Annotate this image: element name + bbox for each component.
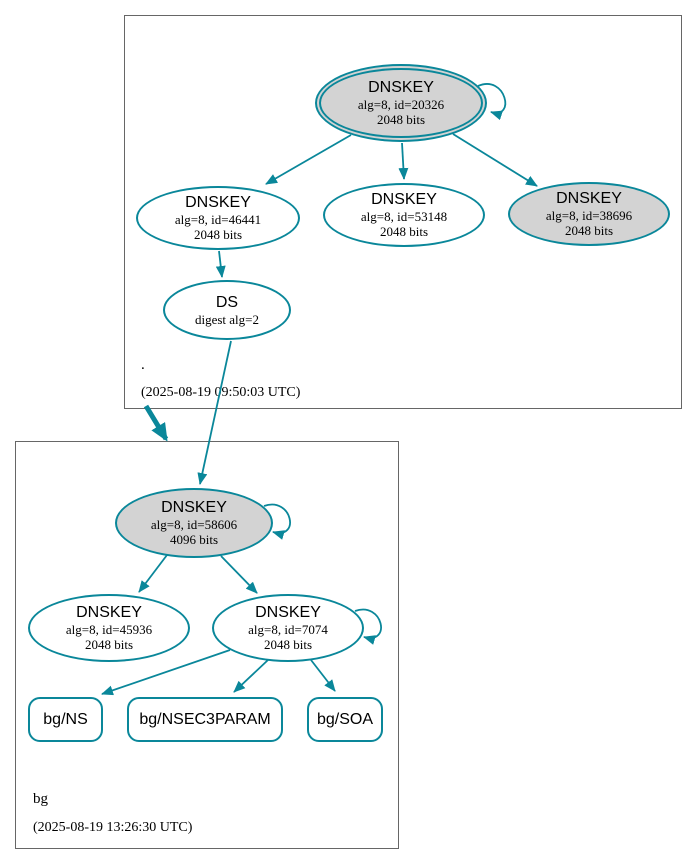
edge-root-ksk-self-sign <box>477 83 507 121</box>
node-bits: 2048 bits <box>84 637 134 652</box>
rrset-bg-soa[interactable]: bg/SOA <box>307 697 383 742</box>
edge-zsk46441-to-ds <box>215 250 226 278</box>
node-alg-id: alg=8, id=20326 <box>357 97 445 112</box>
node-title: DS <box>215 293 239 311</box>
rrset-bg-nsec3param[interactable]: bg/NSEC3PARAM <box>127 697 283 742</box>
node-title: DNSKEY <box>371 191 437 208</box>
edge-root-ksk-to-ksk38696 <box>452 133 538 187</box>
rrset-bg-ns[interactable]: bg/NS <box>28 697 103 742</box>
node-title: DNSKEY <box>161 499 227 516</box>
node-title: DNSKEY <box>76 604 142 621</box>
dnskey-node-58606[interactable]: DNSKEY alg=8, id=58606 4096 bits <box>115 488 273 558</box>
node-bits: 2048 bits <box>564 223 614 238</box>
dnskey-node-46441[interactable]: DNSKEY alg=8, id=46441 2048 bits <box>136 186 300 250</box>
edge-bg-ksk-to-zsk7074 <box>220 555 258 594</box>
node-bits: 2048 bits <box>263 637 313 652</box>
node-alg-id: alg=8, id=53148 <box>360 209 448 224</box>
node-digest: digest alg=2 <box>194 311 260 327</box>
edge-zsk7074-to-soa <box>310 659 336 692</box>
zone-name-root: . <box>141 357 145 373</box>
dnskey-node-53148[interactable]: DNSKEY alg=8, id=53148 2048 bits <box>323 183 485 247</box>
edge-zsk7074-to-ns <box>101 649 231 696</box>
rrset-label: bg/NS <box>43 710 88 728</box>
node-alg-id: alg=8, id=7074 <box>248 622 328 637</box>
edge-zsk7074-to-nsec3param <box>233 659 269 693</box>
zone-timestamp-bg: (2025-08-19 13:26:30 UTC) <box>33 820 193 835</box>
rrset-label: bg/NSEC3PARAM <box>139 710 271 728</box>
edge-bg-ksk-self-sign <box>263 503 291 540</box>
node-title: DNSKEY <box>556 190 622 207</box>
edge-root-ksk-to-zsk46441 <box>265 134 352 185</box>
node-alg-id: alg=8, id=46441 <box>174 212 262 227</box>
node-bits: 2048 bits <box>376 112 426 127</box>
node-title: DNSKEY <box>368 79 434 96</box>
edge-ds-to-bg-ksk <box>197 340 232 485</box>
ds-node[interactable]: DS digest alg=2 <box>163 280 291 340</box>
node-alg-id: alg=8, id=45936 <box>65 622 153 637</box>
dnskey-node-45936[interactable]: DNSKEY alg=8, id=45936 2048 bits <box>28 594 190 662</box>
node-title: DNSKEY <box>255 604 321 621</box>
node-alg-id: alg=8, id=38696 <box>545 208 633 223</box>
dnskey-node-7074[interactable]: DNSKEY alg=8, id=7074 2048 bits <box>212 594 364 662</box>
zone-name-bg: bg <box>33 791 48 807</box>
dnskey-node-20326[interactable]: DNSKEY alg=8, id=20326 2048 bits <box>315 64 487 142</box>
node-bits: 2048 bits <box>379 224 429 239</box>
edge-bg-ksk-to-zsk45936 <box>138 554 168 593</box>
node-title: DNSKEY <box>185 194 251 211</box>
edge-root-zone-to-bg-zone-delegation <box>143 404 169 442</box>
edge-bg-zsk7074-self-sign <box>354 608 382 645</box>
node-bits: 4096 bits <box>169 532 219 547</box>
edge-root-ksk-to-zsk53148 <box>398 142 409 180</box>
rrset-label: bg/SOA <box>316 710 374 728</box>
node-alg-id: alg=8, id=58606 <box>150 517 238 532</box>
dnskey-node-38696[interactable]: DNSKEY alg=8, id=38696 2048 bits <box>508 182 670 246</box>
node-bits: 2048 bits <box>193 227 243 242</box>
